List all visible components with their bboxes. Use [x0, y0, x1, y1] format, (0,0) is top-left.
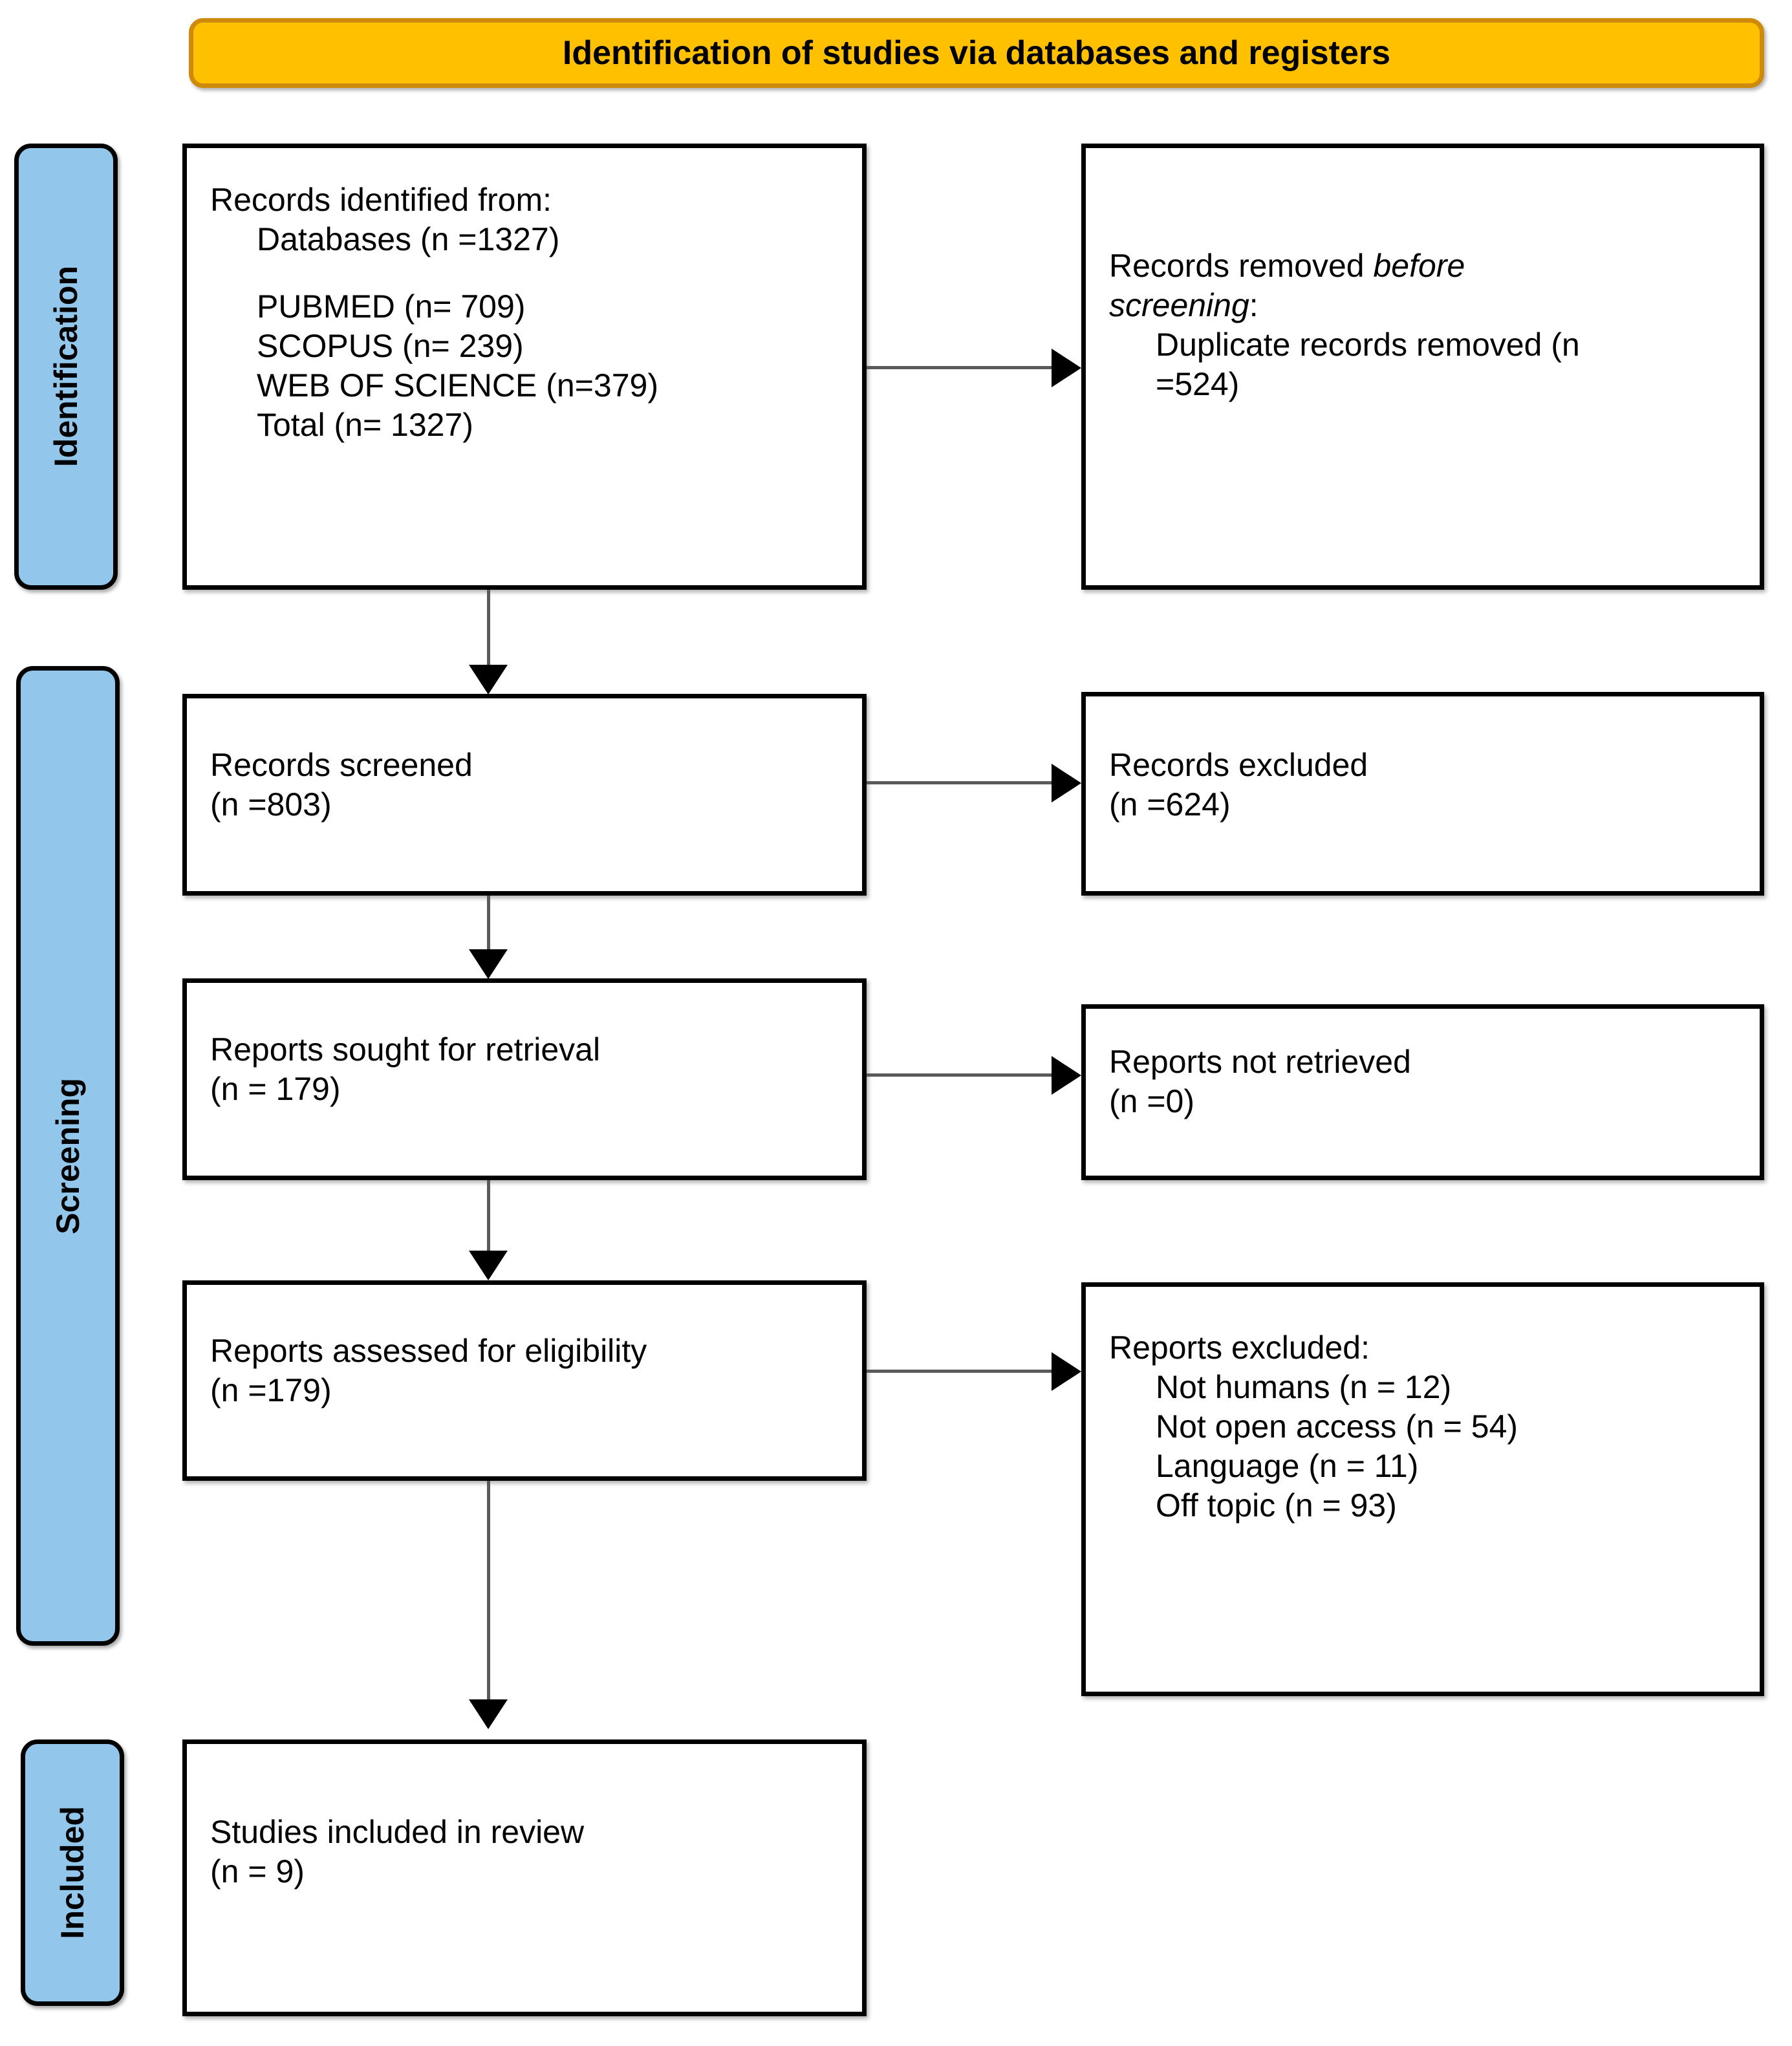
- records-identified-line-2: Databases (n =1327): [257, 221, 560, 257]
- box-reports-assessed-text: Reports assessed for eligibility (n =179…: [210, 1331, 845, 1410]
- records-identified-line-3: PUBMED (n= 709): [257, 288, 526, 325]
- connector-arrow-assessed-to-excluded: [1052, 1352, 1081, 1391]
- records-removed-line-2: screening:: [1109, 286, 1743, 325]
- connector-line-identified-to-removed: [867, 366, 1054, 369]
- connector-line-assessed-to-excluded: [867, 1370, 1054, 1373]
- box-studies-included-in-review: Studies included in review (n = 9): [182, 1739, 867, 2016]
- box-records-removed-before-screening: Records removed before screening: Duplic…: [1081, 144, 1764, 590]
- connector-arrow-screened-to-excluded: [1052, 764, 1081, 802]
- records-removed-line-4: =524): [1156, 366, 1240, 402]
- records-identified-line-1: Records identified from:: [210, 182, 552, 218]
- reports-not-retrieved-line-2: (n =0): [1109, 1083, 1195, 1119]
- records-excluded-line-1: Records excluded: [1109, 747, 1368, 783]
- phase-bar-identification: Identification: [14, 144, 118, 590]
- reports-assessed-line-2: (n =179): [210, 1372, 332, 1408]
- studies-included-line-1: Studies included in review: [210, 1814, 585, 1850]
- connector-arrow-sought-to-not-retrieved: [1052, 1056, 1081, 1095]
- records-identified-spacer: [210, 259, 845, 287]
- connector-arrow-identified-to-screened: [469, 665, 508, 695]
- connector-line-assessed-to-included: [487, 1481, 490, 1710]
- connector-arrow-sought-to-assessed: [469, 1251, 508, 1280]
- records-identified-line-5: WEB OF SCIENCE (n=379): [257, 367, 658, 404]
- box-reports-sought-for-retrieval: Reports sought for retrieval (n = 179): [182, 978, 867, 1180]
- box-reports-excluded-text: Reports excluded: Not humans (n = 12) No…: [1109, 1328, 1743, 1525]
- reports-excluded-reason-4: Off topic (n = 93): [1156, 1487, 1397, 1524]
- box-records-removed-text: Records removed before screening: Duplic…: [1109, 246, 1743, 404]
- studies-included-line-2: (n = 9): [210, 1853, 305, 1890]
- box-reports-not-retrieved: Reports not retrieved (n =0): [1081, 1004, 1764, 1180]
- records-identified-line-4: SCOPUS (n= 239): [257, 327, 524, 364]
- connector-line-sought-to-assessed: [487, 1180, 490, 1259]
- reports-not-retrieved-line-1: Reports not retrieved: [1109, 1044, 1411, 1080]
- records-removed-line-2-plain: :: [1249, 287, 1258, 323]
- records-removed-line-1-italic: before: [1373, 248, 1465, 284]
- phase-label-screening: Screening: [50, 1077, 86, 1234]
- reports-excluded-line-1: Reports excluded:: [1109, 1330, 1370, 1366]
- connector-line-screened-to-sought: [487, 896, 490, 973]
- box-records-identified-text: Records identified from: Databases (n =1…: [210, 180, 845, 445]
- phase-label-included: Included: [54, 1806, 91, 1939]
- records-removed-line-2-italic: screening: [1109, 287, 1249, 323]
- connector-arrow-assessed-to-included: [469, 1699, 508, 1729]
- page-title: Identification of studies via databases …: [562, 34, 1391, 72]
- box-reports-not-retrieved-text: Reports not retrieved (n =0): [1109, 1042, 1743, 1121]
- reports-assessed-line-1: Reports assessed for eligibility: [210, 1333, 647, 1369]
- reports-excluded-reason-1: Not humans (n = 12): [1156, 1369, 1452, 1405]
- phase-label-identification: Identification: [48, 266, 84, 468]
- box-studies-included-text: Studies included in review (n = 9): [210, 1813, 845, 1891]
- box-reports-assessed-for-eligibility: Reports assessed for eligibility (n =179…: [182, 1280, 867, 1481]
- phase-bar-screening: Screening: [16, 666, 120, 1646]
- records-screened-line-1: Records screened: [210, 747, 473, 783]
- records-removed-line-1-plain: Records removed: [1109, 248, 1374, 284]
- box-reports-sought-text: Reports sought for retrieval (n = 179): [210, 1030, 845, 1109]
- records-screened-line-2: (n =803): [210, 786, 332, 823]
- box-reports-excluded: Reports excluded: Not humans (n = 12) No…: [1081, 1282, 1764, 1696]
- reports-excluded-reason-3: Language (n = 11): [1156, 1448, 1419, 1484]
- connector-arrow-identified-to-removed: [1052, 349, 1081, 387]
- connector-line-sought-to-not-retrieved: [867, 1073, 1054, 1077]
- reports-sought-line-2: (n = 179): [210, 1071, 341, 1107]
- records-identified-line-6: Total (n= 1327): [257, 406, 473, 443]
- phase-bar-included: Included: [21, 1739, 124, 2006]
- connector-line-identified-to-screened: [487, 590, 490, 669]
- records-excluded-line-2: (n =624): [1109, 786, 1231, 823]
- records-removed-line-3: Duplicate records removed (n: [1156, 327, 1580, 363]
- connector-arrow-screened-to-sought: [469, 949, 508, 979]
- reports-sought-line-1: Reports sought for retrieval: [210, 1031, 601, 1068]
- box-records-excluded-text: Records excluded (n =624): [1109, 746, 1743, 824]
- reports-excluded-reason-2: Not open access (n = 54): [1156, 1408, 1518, 1445]
- records-removed-line-1: Records removed before: [1109, 246, 1743, 286]
- box-records-identified: Records identified from: Databases (n =1…: [182, 144, 867, 590]
- diagram-header-banner: Identification of studies via databases …: [189, 18, 1764, 88]
- box-records-excluded: Records excluded (n =624): [1081, 692, 1764, 896]
- box-records-screened: Records screened (n =803): [182, 694, 867, 896]
- box-records-screened-text: Records screened (n =803): [210, 746, 845, 824]
- connector-line-screened-to-excluded: [867, 781, 1054, 784]
